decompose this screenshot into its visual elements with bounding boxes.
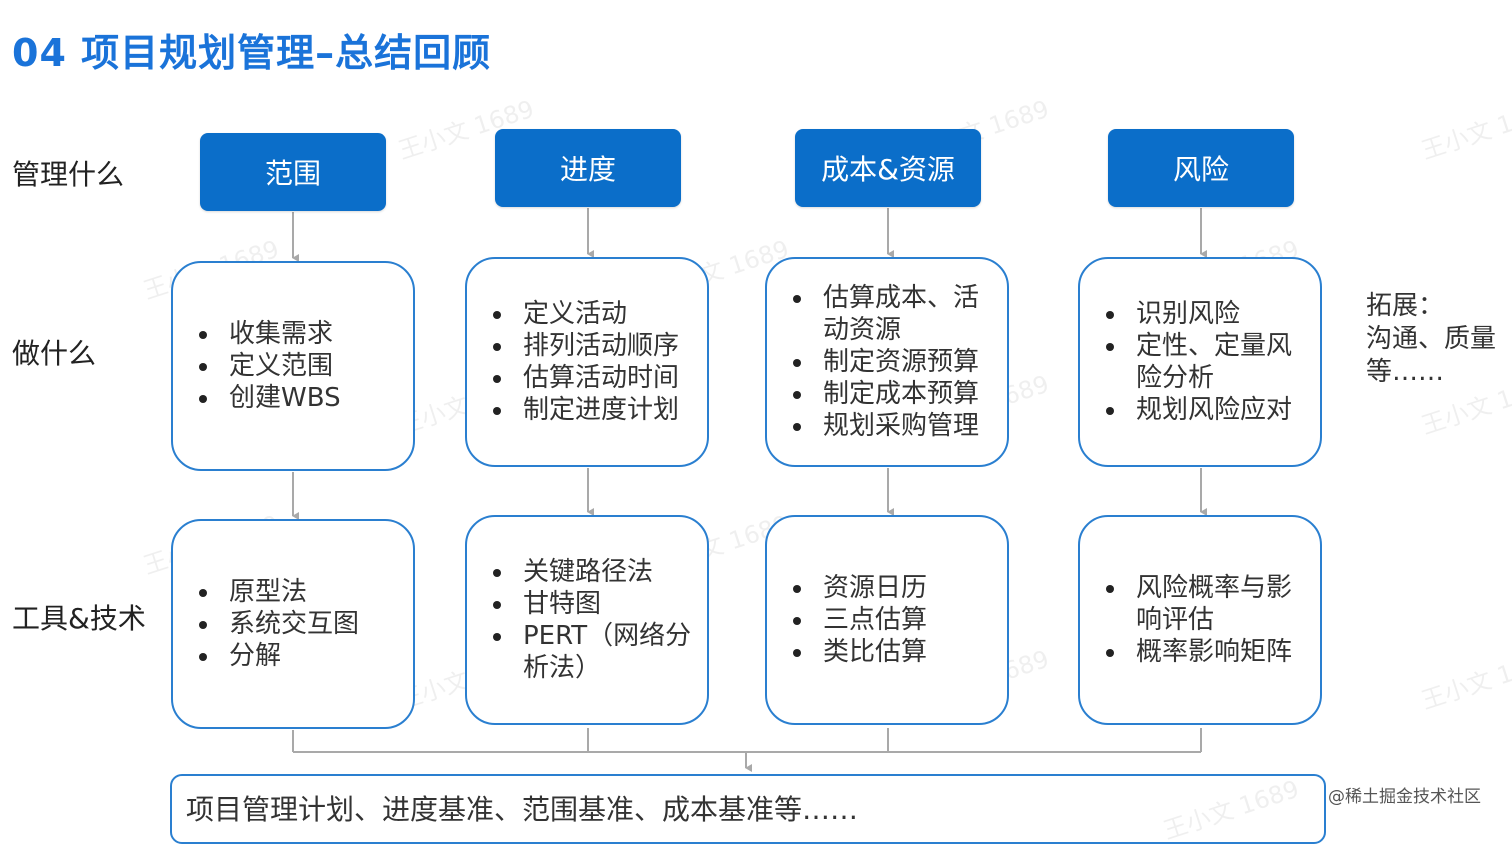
activities-card-scope: 收集需求 定义范围 创建WBS [171, 261, 415, 471]
tools-card-risk: 风险概率与影响评估 概率影响矩阵 [1078, 515, 1322, 725]
list-item: 定性、定量风险分析 [1102, 330, 1312, 394]
tools-card-schedule: 关键路径法 甘特图 PERT（网络分析法） [465, 515, 709, 725]
list-item: 系统交互图 [195, 608, 405, 640]
list-item: 风险概率与影响评估 [1102, 572, 1312, 636]
list-item: 原型法 [195, 576, 405, 608]
list-item: 估算活动时间 [489, 362, 699, 394]
connector-lines [292, 208, 1207, 772]
tools-card-scope: 原型法 系统交互图 分解 [171, 519, 415, 729]
list-item: 制定成本预算 [789, 378, 999, 410]
header-schedule: 进度 [495, 129, 681, 207]
list-item: 制定资源预算 [789, 346, 999, 378]
list-item: 关键路径法 [489, 556, 699, 588]
list-item: 类比估算 [789, 636, 999, 668]
list-item: 规划风险应对 [1102, 394, 1312, 426]
list-item: 识别风险 [1102, 298, 1312, 330]
row-label-tools: 工具&技术 [12, 602, 146, 635]
extension-label: 拓展： [1366, 291, 1445, 321]
list-item: 规划采购管理 [789, 410, 999, 442]
list-item: 甘特图 [489, 588, 699, 620]
list-item: 三点估算 [789, 604, 999, 636]
output-summary-text: 项目管理计划、进度基准、范围基准、成本基准等…… [186, 793, 859, 826]
list-item: PERT（网络分析法） [489, 620, 699, 684]
activities-card-schedule: 定义活动 排列活动顺序 估算活动时间 制定进度计划 [465, 257, 709, 467]
list-item: 创建WBS [195, 382, 405, 414]
activities-card-cost-resource: 估算成本、活动资源 制定资源预算 制定成本预算 规划采购管理 [765, 257, 1009, 467]
list-item: 定义范围 [195, 350, 405, 382]
list-item: 概率影响矩阵 [1102, 636, 1312, 668]
list-item: 制定进度计划 [489, 394, 699, 426]
header-scope: 范围 [200, 133, 386, 211]
header-risk: 风险 [1108, 129, 1294, 207]
list-item: 估算成本、活动资源 [789, 282, 999, 346]
row-label-what-manage: 管理什么 [12, 158, 125, 191]
tools-card-cost-resource: 资源日历 三点估算 类比估算 [765, 515, 1009, 725]
list-item: 资源日历 [789, 572, 999, 604]
source-credit: @稀土掘金技术社区 [1328, 787, 1481, 807]
activities-card-risk: 识别风险 定性、定量风险分析 规划风险应对 [1078, 257, 1322, 467]
extension-note: 拓展： 沟通、质量等…… [1366, 290, 1506, 389]
header-cost-resource: 成本&资源 [795, 129, 981, 207]
page-title: 04 项目规划管理–总结回顾 [12, 31, 492, 75]
list-item: 定义活动 [489, 298, 699, 330]
row-label-what-do: 做什么 [12, 337, 97, 370]
list-item: 分解 [195, 640, 405, 672]
list-item: 收集需求 [195, 318, 405, 350]
output-summary-box: 项目管理计划、进度基准、范围基准、成本基准等…… [170, 774, 1326, 844]
list-item: 排列活动顺序 [489, 330, 699, 362]
extension-text: 沟通、质量等…… [1366, 324, 1497, 387]
